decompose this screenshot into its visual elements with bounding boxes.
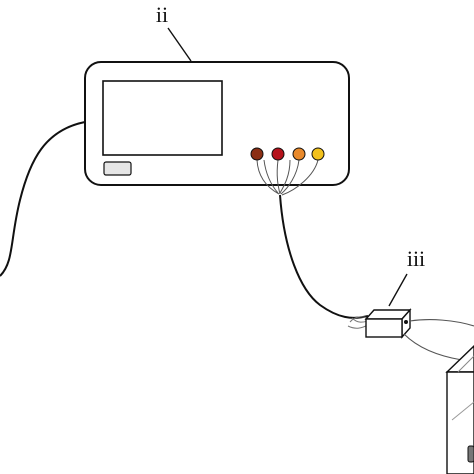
adapter-front-face [365,318,403,338]
enclosure-handle [467,445,474,463]
label-iii: iii [407,246,425,271]
enclosure-diagonal [451,401,474,421]
lead-wires [256,159,319,196]
port-1 [250,147,264,161]
power-cable [0,121,86,277]
enclosure-box [445,345,474,474]
port-3 [292,147,306,161]
main-device [84,61,350,186]
signal-cable [279,194,369,319]
output-cable-upper [409,319,474,327]
main-device-button [103,161,132,176]
adapter-device [364,308,412,339]
enclosure-front [446,371,474,474]
leader-line-ii [167,27,192,62]
leader-line-iii [388,273,408,307]
main-device-screen [102,80,223,156]
port-4 [311,147,325,161]
label-ii: ii [156,2,168,27]
connector-ports [250,147,325,161]
output-cable-lower [403,333,463,361]
enclosure-inner-edge [457,355,474,373]
enclosure-top [445,345,474,373]
port-2 [271,147,285,161]
adapter-port [404,320,408,324]
